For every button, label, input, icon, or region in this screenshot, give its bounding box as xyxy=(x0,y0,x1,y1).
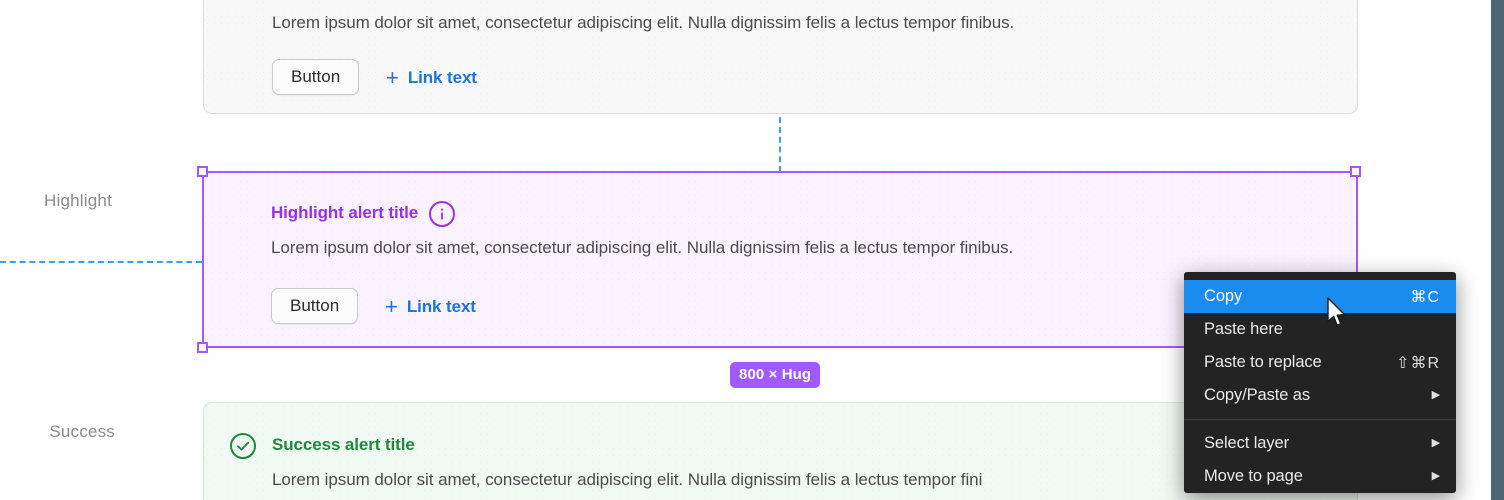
alert-link[interactable]: + Link text xyxy=(386,67,477,89)
alert-body-text: Lorem ipsum dolor sit amet, consectetur … xyxy=(272,470,983,489)
alert-link-label: Link text xyxy=(406,297,476,316)
context-menu-item-paste-to-replace[interactable]: Paste to replace ⇧⌘R xyxy=(1184,346,1456,379)
alert-card-highlight[interactable]: Highlight alert title Lorem ipsum dolor … xyxy=(202,171,1358,348)
context-menu-item-label: Select layer xyxy=(1204,434,1290,452)
context-menu-item-shortcut: ⌘C xyxy=(1410,288,1440,306)
alert-link[interactable]: + Link text xyxy=(385,296,476,318)
context-menu-item-paste-here[interactable]: Paste here xyxy=(1184,313,1456,346)
plus-icon: + xyxy=(385,294,398,319)
alert-button[interactable]: Button xyxy=(272,59,360,95)
context-menu-item-label: Paste here xyxy=(1204,320,1283,338)
submenu-arrow-icon: ▶ xyxy=(1431,389,1440,401)
row-label-highlight: Highlight xyxy=(44,191,112,210)
alert-body-text: Lorem ipsum dolor sit amet, consectetur … xyxy=(272,13,1015,32)
submenu-arrow-icon: ▶ xyxy=(1431,470,1440,482)
alert-title: Highlight alert title xyxy=(271,203,419,222)
context-menu-item-copy[interactable]: Copy ⌘C xyxy=(1184,280,1456,313)
row-label-success: Success xyxy=(49,422,115,441)
alert-body-text: Lorem ipsum dolor sit amet, consectetur … xyxy=(271,238,1014,257)
alert-card-success[interactable]: Success alert title Lorem ipsum dolor si… xyxy=(203,402,1358,500)
selection-handle-top-right[interactable] xyxy=(1350,166,1361,177)
context-menu-item-label: Copy/Paste as xyxy=(1204,386,1311,404)
submenu-arrow-icon: ▶ xyxy=(1431,437,1440,449)
plus-icon: + xyxy=(386,65,399,90)
context-menu-item-shortcut: ⇧⌘R xyxy=(1396,354,1440,372)
context-menu-separator xyxy=(1184,419,1456,420)
alert-button[interactable]: Button xyxy=(271,288,359,324)
context-menu-item-copy-paste-as[interactable]: Copy/Paste as ▶ xyxy=(1184,379,1456,412)
context-menu-item-move-to-page[interactable]: Move to page ▶ xyxy=(1184,460,1456,493)
horizontal-measure-guide xyxy=(0,261,202,263)
mouse-cursor xyxy=(1326,297,1348,329)
selection-handle-top-left[interactable] xyxy=(197,166,208,177)
right-edge-strip xyxy=(1491,0,1504,500)
context-menu[interactable]: Copy ⌘C Paste here Paste to replace ⇧⌘R … xyxy=(1184,272,1456,493)
context-menu-item-label: Copy xyxy=(1204,287,1243,305)
info-icon xyxy=(429,201,455,227)
alert-card-default[interactable]: Lorem ipsum dolor sit amet, consectetur … xyxy=(203,0,1358,114)
size-badge: 800 × Hug xyxy=(730,362,821,388)
context-menu-item-select-layer[interactable]: Select layer ▶ xyxy=(1184,427,1456,460)
alert-title: Success alert title xyxy=(272,435,415,454)
alert-link-label: Link text xyxy=(407,68,477,87)
selection-handle-bottom-left[interactable] xyxy=(197,342,208,353)
context-menu-item-label: Move to page xyxy=(1204,467,1303,485)
check-circle-icon xyxy=(230,433,256,459)
context-menu-item-label: Paste to replace xyxy=(1204,353,1322,371)
